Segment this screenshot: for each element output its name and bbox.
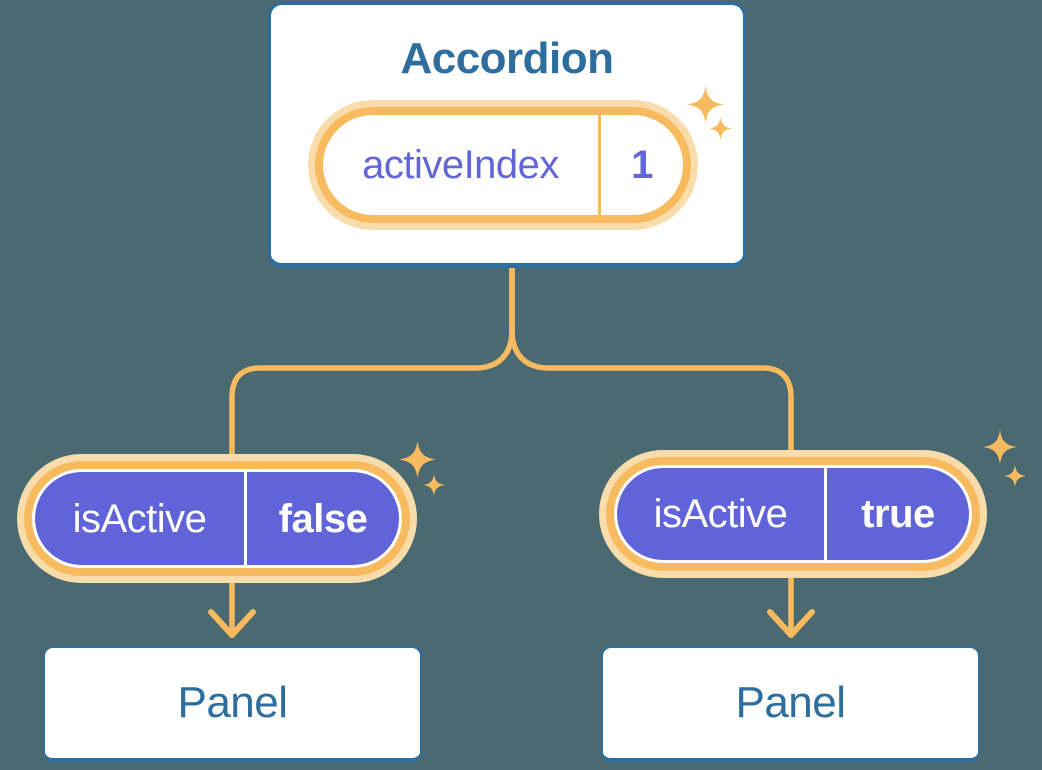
panel-node-right: Panel	[601, 646, 980, 762]
state-pill-value: 1	[631, 143, 653, 187]
prop-pill-value: false	[278, 496, 368, 541]
prop-pill-ring: isActive true	[606, 457, 980, 571]
sparkle-icon	[983, 430, 1017, 464]
sparkle-icon	[687, 86, 724, 123]
prop-pill-divider	[824, 468, 827, 560]
branch-line-left	[229, 265, 515, 633]
prop-pill-divider	[244, 472, 247, 565]
sparkle-icon	[399, 441, 436, 478]
prop-pill-label: isActive	[72, 496, 207, 541]
sparkle-icon	[709, 117, 732, 140]
panel-node-title: Panel	[177, 678, 288, 727]
prop-pill-value: true	[861, 492, 935, 536]
prop-pill-isactive-false: isActive false	[17, 454, 417, 583]
state-pill-divider	[598, 115, 601, 215]
arrowhead-right-icon	[767, 609, 815, 638]
prop-pill-ring: isActive false	[24, 461, 410, 576]
panel-node-left: Panel	[43, 646, 422, 762]
state-pill-ring: activeIndex 1	[315, 107, 691, 223]
state-pill-activeindex: activeIndex 1	[308, 100, 698, 230]
prop-pill-isactive-true: isActive true	[599, 450, 987, 578]
branch-line-right	[509, 265, 794, 633]
sparkle-icon	[423, 474, 445, 496]
sparkle-icon	[1004, 465, 1026, 487]
prop-pill-label: isActive	[653, 492, 788, 536]
panel-node-title: Panel	[735, 678, 846, 727]
accordion-node-title: Accordion	[400, 34, 614, 83]
arrowhead-left-icon	[208, 609, 256, 638]
state-pill-label: activeIndex	[362, 143, 559, 187]
